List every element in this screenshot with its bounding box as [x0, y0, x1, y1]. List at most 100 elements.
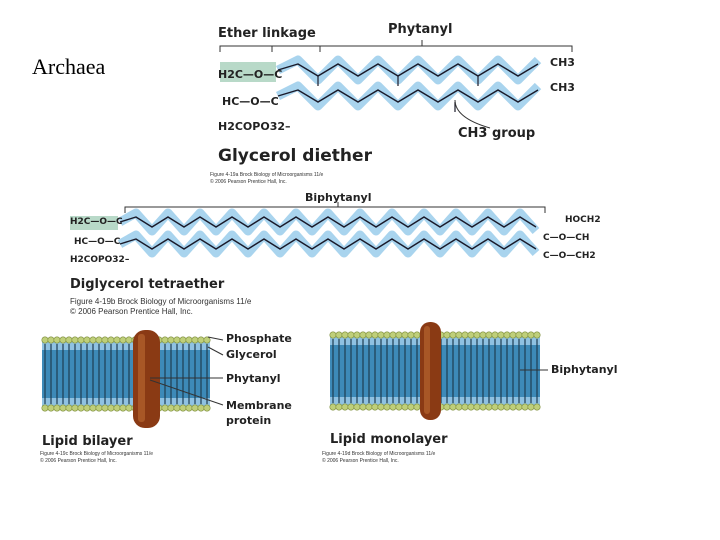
monolayer-head-top: [389, 331, 397, 339]
monolayer-head-bottom: [449, 403, 457, 411]
diglycerol-tetraether-title: Diglycerol tetraether: [70, 277, 225, 292]
lipid-bilayer-title: Lipid bilayer: [42, 434, 133, 449]
monolayer-head-bottom: [377, 403, 385, 411]
monolayer-head-bottom: [359, 403, 367, 411]
monolayer-head-top: [479, 331, 487, 339]
tetra-chain-1-line: [119, 216, 537, 228]
bilayer-head-top: [107, 336, 115, 344]
monolayer-head-bottom: [383, 403, 391, 411]
monolayer-head-bottom: [365, 403, 373, 411]
bilayer-head-top: [161, 336, 169, 344]
monolayer-head-top: [455, 331, 463, 339]
bilayer-head-top: [197, 336, 205, 344]
monolayer-head-top: [461, 331, 469, 339]
monolayer-head-top: [371, 331, 379, 339]
tetra-chain-2-band: [117, 230, 540, 258]
bilayer-head-bottom: [203, 404, 211, 412]
bilayer-head-top: [71, 336, 79, 344]
monolayer-head-bottom: [353, 403, 361, 411]
monolayer-head-bottom: [407, 403, 415, 411]
tetra-chem-right-1: HOCH2: [565, 215, 601, 225]
tetra-chem-right-3: C—O—CH2: [543, 251, 596, 261]
monolayer-head-bottom: [347, 403, 355, 411]
bilayer-head-bottom: [95, 404, 103, 412]
bilayer-head-bottom: [47, 404, 55, 412]
bilayer-head-top: [203, 336, 211, 344]
monolayer-head-top: [413, 331, 421, 339]
diether-chain-1-line: [277, 63, 539, 77]
monolayer-caption-2: © 2006 Pearson Prentice Hall, Inc.: [322, 458, 399, 464]
monolayer-head-bottom: [467, 403, 475, 411]
monolayer-head-top: [521, 331, 529, 339]
bilayer-head-bottom: [179, 404, 187, 412]
bilayer-head-top: [119, 336, 127, 344]
bilayer-head-bottom: [119, 404, 127, 412]
monolayer-head-top: [527, 331, 535, 339]
monolayer-head-bottom: [503, 403, 511, 411]
bilayer-head-bottom: [83, 404, 91, 412]
tetra-chem-right-2: C—O—CH: [543, 233, 590, 243]
monolayer-head-top: [467, 331, 475, 339]
bilayer-head-bottom: [185, 404, 193, 412]
bilayer-head-top: [77, 336, 85, 344]
bilayer-head-top: [53, 336, 61, 344]
glycerol-label: Glycerol: [226, 348, 277, 361]
monolayer-head-top: [443, 331, 451, 339]
monolayer-head-top: [329, 331, 337, 339]
bilayer-head-top: [83, 336, 91, 344]
bilayer-head-bottom: [191, 404, 199, 412]
bilayer-head-top: [113, 336, 121, 344]
tetra-chain-2-line: [119, 238, 537, 250]
monolayer-head-top: [383, 331, 391, 339]
monolayer-head-bottom: [485, 403, 493, 411]
monolayer-head-top: [395, 331, 403, 339]
diether-chains: [275, 55, 542, 112]
bilayer-head-bottom: [71, 404, 79, 412]
tetra-chain-1-band: [117, 208, 540, 236]
monolayer-head-top: [347, 331, 355, 339]
bilayer-head-top: [179, 336, 187, 344]
monolayer-head-top: [497, 331, 505, 339]
bilayer-head-top: [185, 336, 193, 344]
bilayer-head-bottom: [41, 404, 49, 412]
monolayer-head-bottom: [395, 403, 403, 411]
tetraether-bracket: [124, 202, 546, 213]
monolayer-head-bottom: [509, 403, 517, 411]
bilayer-head-top: [191, 336, 199, 344]
bilayer-head-bottom: [77, 404, 85, 412]
bilayer-head-top: [59, 336, 67, 344]
monolayer-head-top: [509, 331, 517, 339]
monolayer-head-top: [473, 331, 481, 339]
monolayer-head-bottom: [515, 403, 523, 411]
phytanyl-label: Phytanyl: [388, 22, 453, 37]
monolayer-head-top: [341, 331, 349, 339]
phosphate-label: Phosphate: [226, 332, 292, 345]
tetra-chem-left-1: H2C—O—C: [70, 217, 123, 227]
diether-chain-2-line: [277, 89, 539, 103]
tetra-chem-left-3: H2COPO32–: [70, 255, 130, 265]
bilayer-caption-2: © 2006 Pearson Prentice Hall, Inc.: [40, 458, 117, 464]
bilayer-head-bottom: [125, 404, 133, 412]
monolayer-biphytanyl-label: Biphytanyl: [551, 363, 618, 376]
monolayer-head-top: [401, 331, 409, 339]
monolayer-head-top: [485, 331, 493, 339]
bilayer-head-bottom: [107, 404, 115, 412]
bilayer-head-top: [125, 336, 133, 344]
ch3-top-label: CH3: [550, 56, 575, 69]
bilayer-head-bottom: [113, 404, 121, 412]
monolayer-head-top: [533, 331, 541, 339]
monolayer-head-bottom: [527, 403, 535, 411]
monolayer-head-top: [335, 331, 343, 339]
tetra-chem-left-2: HC—O—C: [74, 237, 121, 247]
bilayer-head-bottom: [59, 404, 67, 412]
monolayer-head-top: [377, 331, 385, 339]
ch3-group-label: CH3 group: [458, 126, 536, 141]
glycerol-diether-title: Glycerol diether: [218, 146, 372, 166]
monolayer-head-bottom: [341, 403, 349, 411]
lipid-bilayer-membrane: [41, 330, 211, 428]
monolayer-head-top: [449, 331, 457, 339]
bilayer-head-bottom: [161, 404, 169, 412]
lipid-monolayer-membrane: [329, 322, 541, 420]
bilayer-head-bottom: [197, 404, 205, 412]
monolayer-head-bottom: [371, 403, 379, 411]
